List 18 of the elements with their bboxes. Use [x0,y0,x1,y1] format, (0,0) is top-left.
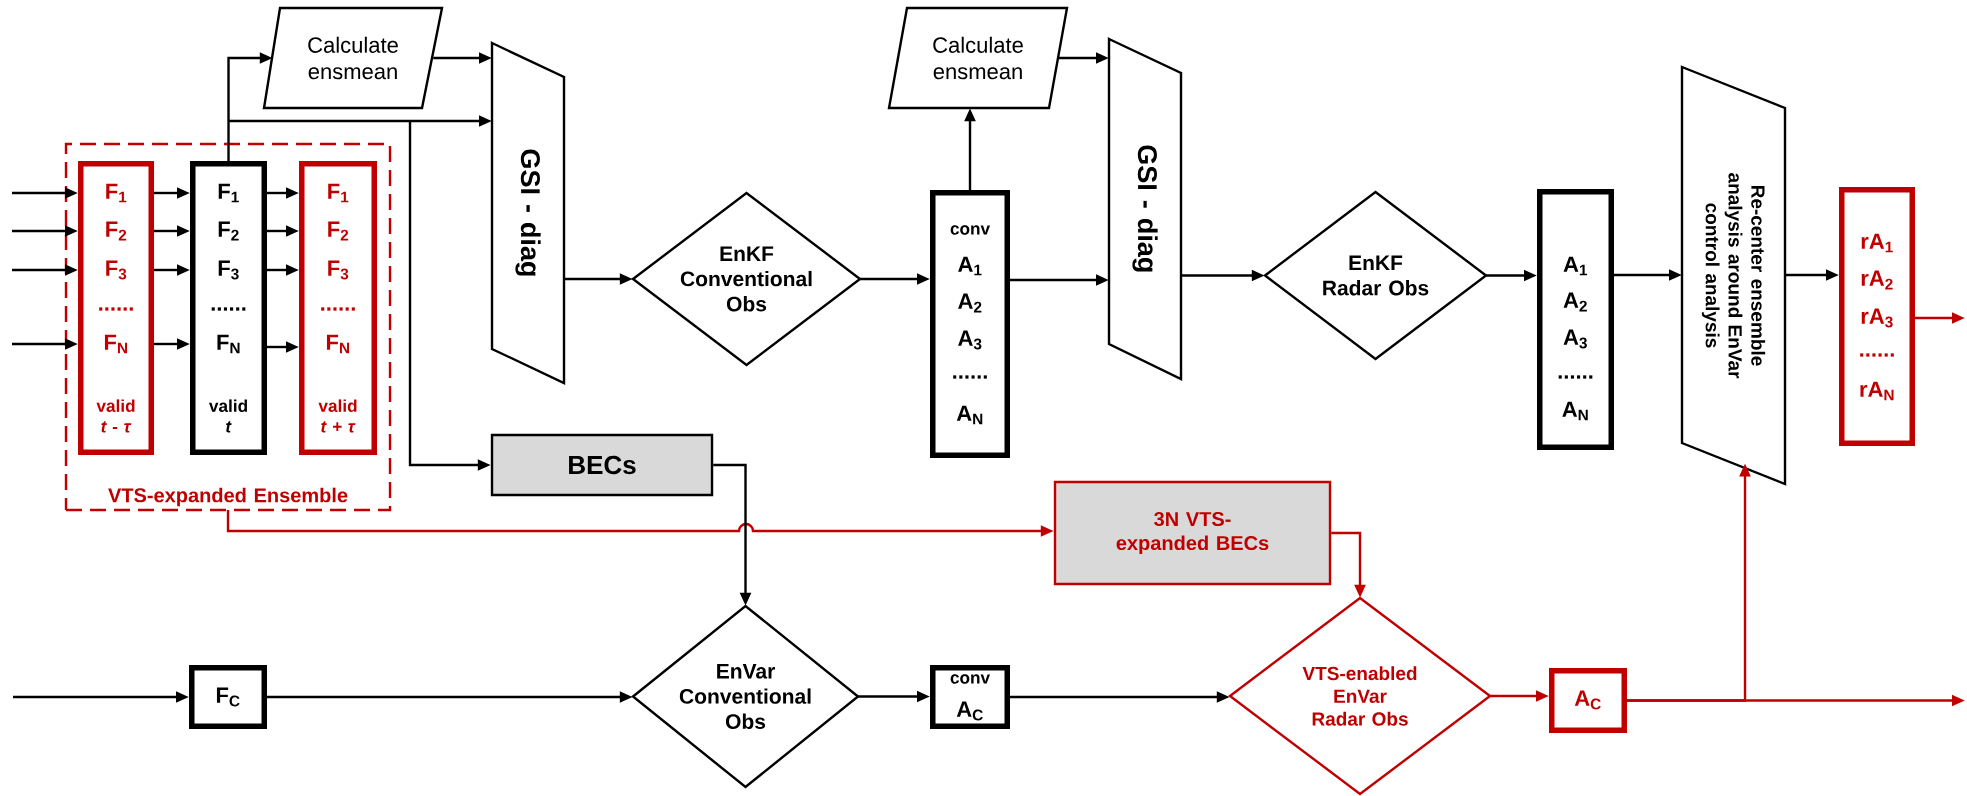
process-parallelogram: Calculate ensmean [887,6,1069,110]
member-column: A$_{1}$ A$_{2}$ A$_{3}$ ...... A$_{N}$ [1537,189,1614,450]
process-trapezoid: Re-center ensemble analysis around EnVar control analysis [1680,65,1787,486]
state-box: A$_{C}$ [1549,668,1627,733]
process-trapezoid: GSI - diag [490,41,566,385]
connector-line [227,121,230,161]
process-trapezoid: GSI - diag [1107,37,1183,381]
process-box: BECs [490,433,714,497]
state-box: F$_{C}$ [189,665,267,729]
member-column: F$_{1}$ F$_{2}$ F$_{3}$ ...... F$_{N}$ valid t [190,161,267,455]
member-column: F$_{1}$ F$_{2}$ F$_{3}$ ...... F$_{N}$ valid t + τ [299,161,377,455]
member-column: F$_{1}$ F$_{2}$ F$_{3}$ ...... F$_{N}$ valid t - τ [78,161,154,455]
state-box: conv A$_{C}$ [930,665,1010,729]
member-column: rA$_{1}$ rA$_{2}$ rA$_{3}$ ...... rA$_{N}$ [1839,187,1915,446]
member-column: conv A$_{1}$ A$_{2}$ A$_{3}$ ...... A$_{N}$ [930,190,1010,458]
connector-line [228,119,410,123]
process-parallelogram: Calculate ensmean [262,6,444,110]
process-box: 3N VTS-expanded BECs [1053,480,1332,586]
